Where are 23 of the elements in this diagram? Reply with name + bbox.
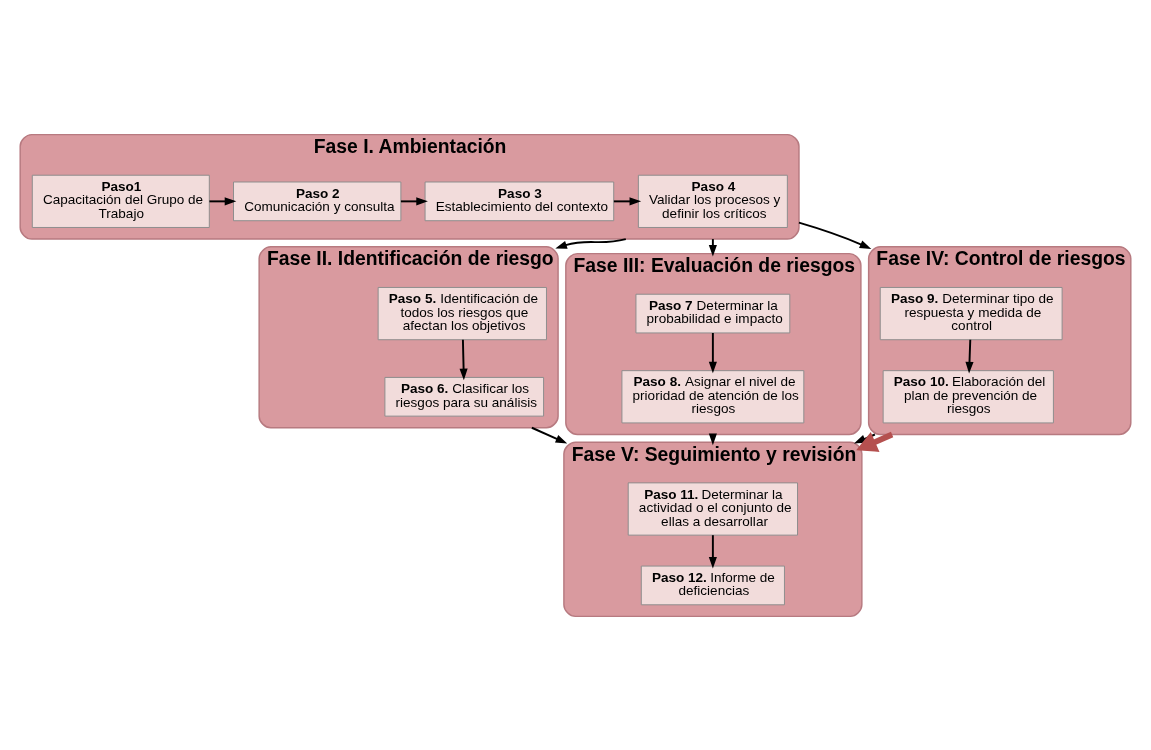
- node-box: Paso 8. Asignar el nivel de prioridad de atención de los riesgos: [621, 369, 805, 423]
- node-box: Paso 6. Clasificar los riesgos para su análisis: [384, 376, 545, 417]
- node-box: Paso1 Capacitación del Grupo de Trabajo: [31, 174, 210, 228]
- arrow: [798, 221, 872, 249]
- node-box: Paso 4 Validar los procesos y definir los críticos: [637, 174, 788, 228]
- arrow: [399, 196, 428, 205]
- arrow: [612, 196, 642, 205]
- arrow: [708, 237, 717, 257]
- arrow: [708, 533, 717, 569]
- node-box: Paso 11. Determinar la actividad o el conjunto de ellas a desarrollar: [627, 481, 798, 536]
- node-box: Paso 3 Establecimiento del contexto: [424, 181, 615, 221]
- arrow: [208, 196, 237, 205]
- node-box: Paso 2 Comunicación y consulta: [233, 181, 402, 221]
- node-box: Paso 5. Identificación de todos los riesgos que afectan los objetivos: [377, 286, 547, 340]
- node-box: Paso 12. Informe de deficiencias: [640, 565, 785, 605]
- arrow: [555, 237, 627, 249]
- arrow: [708, 331, 717, 373]
- node-box: Paso 10. Elaboración del plan de prevención de riesgos: [882, 369, 1054, 423]
- node-box: Paso 9. Determinar tipo de respuesta y medida de control: [879, 286, 1063, 340]
- arrow: [530, 426, 568, 443]
- arrow: [459, 338, 468, 380]
- node-box: Paso 7 Determinar la probabilidad e impacto: [635, 293, 791, 333]
- arrow: [965, 338, 974, 373]
